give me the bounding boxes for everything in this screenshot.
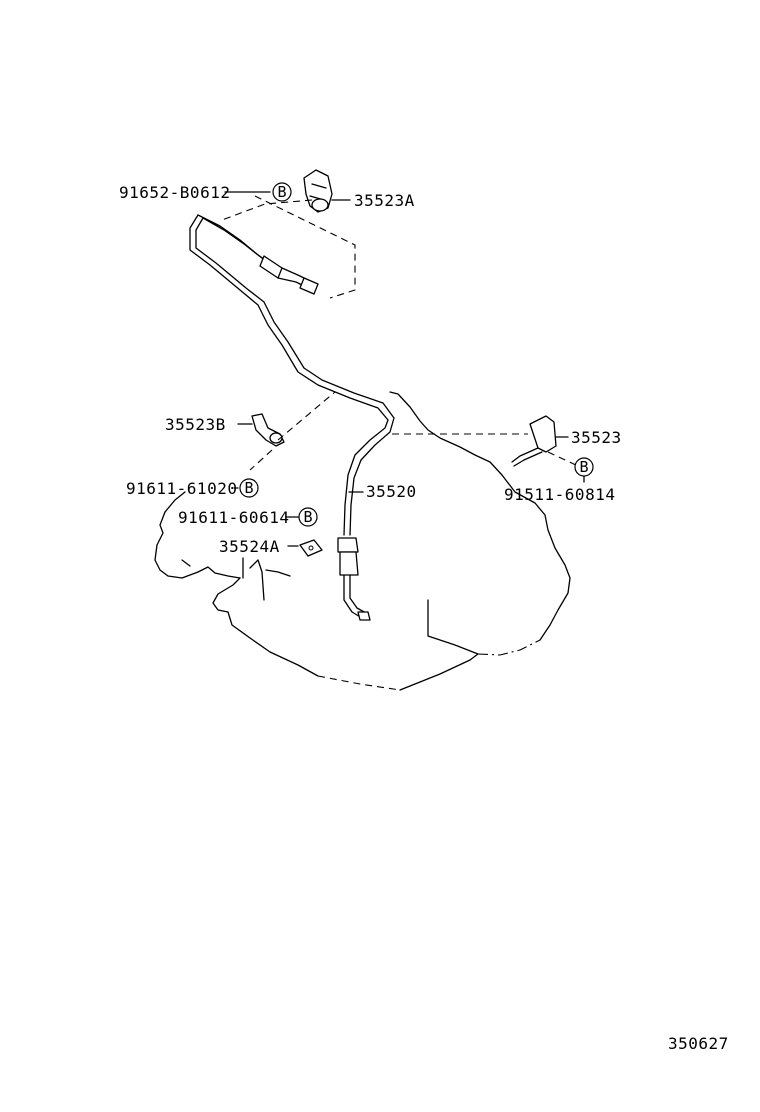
callout-35523a: 35523A [354, 191, 415, 210]
callout-91611-61020: 91611-61020 [126, 479, 237, 498]
drawing-number: 350627 [668, 1034, 729, 1053]
callout-91611-60614: 91611-60614 [178, 508, 289, 527]
torque-code-label: B [579, 458, 588, 476]
torque-code-label: B [277, 183, 286, 201]
leader-lines [164, 191, 585, 547]
bracket-35523 [511, 415, 557, 467]
clip-35524a [299, 539, 323, 557]
callout-35523: 35523 [571, 428, 622, 447]
clamp-35523b [251, 413, 285, 447]
clamp-35523a [303, 169, 333, 213]
callout-91652-b0612: 91652-B0612 [119, 183, 230, 202]
torque-code-circle [239, 478, 259, 498]
torque-code-circle [574, 457, 594, 477]
callout-35523b: 35523B [165, 415, 226, 434]
torque-code-label: B [244, 479, 253, 497]
transmission-outline [154, 391, 571, 691]
torque-code-circle [272, 182, 292, 202]
callout-35520: 35520 [366, 482, 417, 501]
callout-35524a: 35524A [219, 537, 280, 556]
torque-code-markers: B B B B [239, 182, 594, 527]
callout-91511-60814: 91511-60814 [504, 485, 615, 504]
torque-code-circle [298, 507, 318, 527]
torque-code-label: B [303, 508, 312, 526]
mounting-dashes [221, 195, 579, 471]
cable-35520 [189, 214, 395, 621]
part-labels: 91652-B0612 35523A 35523B 91611-61020 91… [119, 183, 622, 556]
